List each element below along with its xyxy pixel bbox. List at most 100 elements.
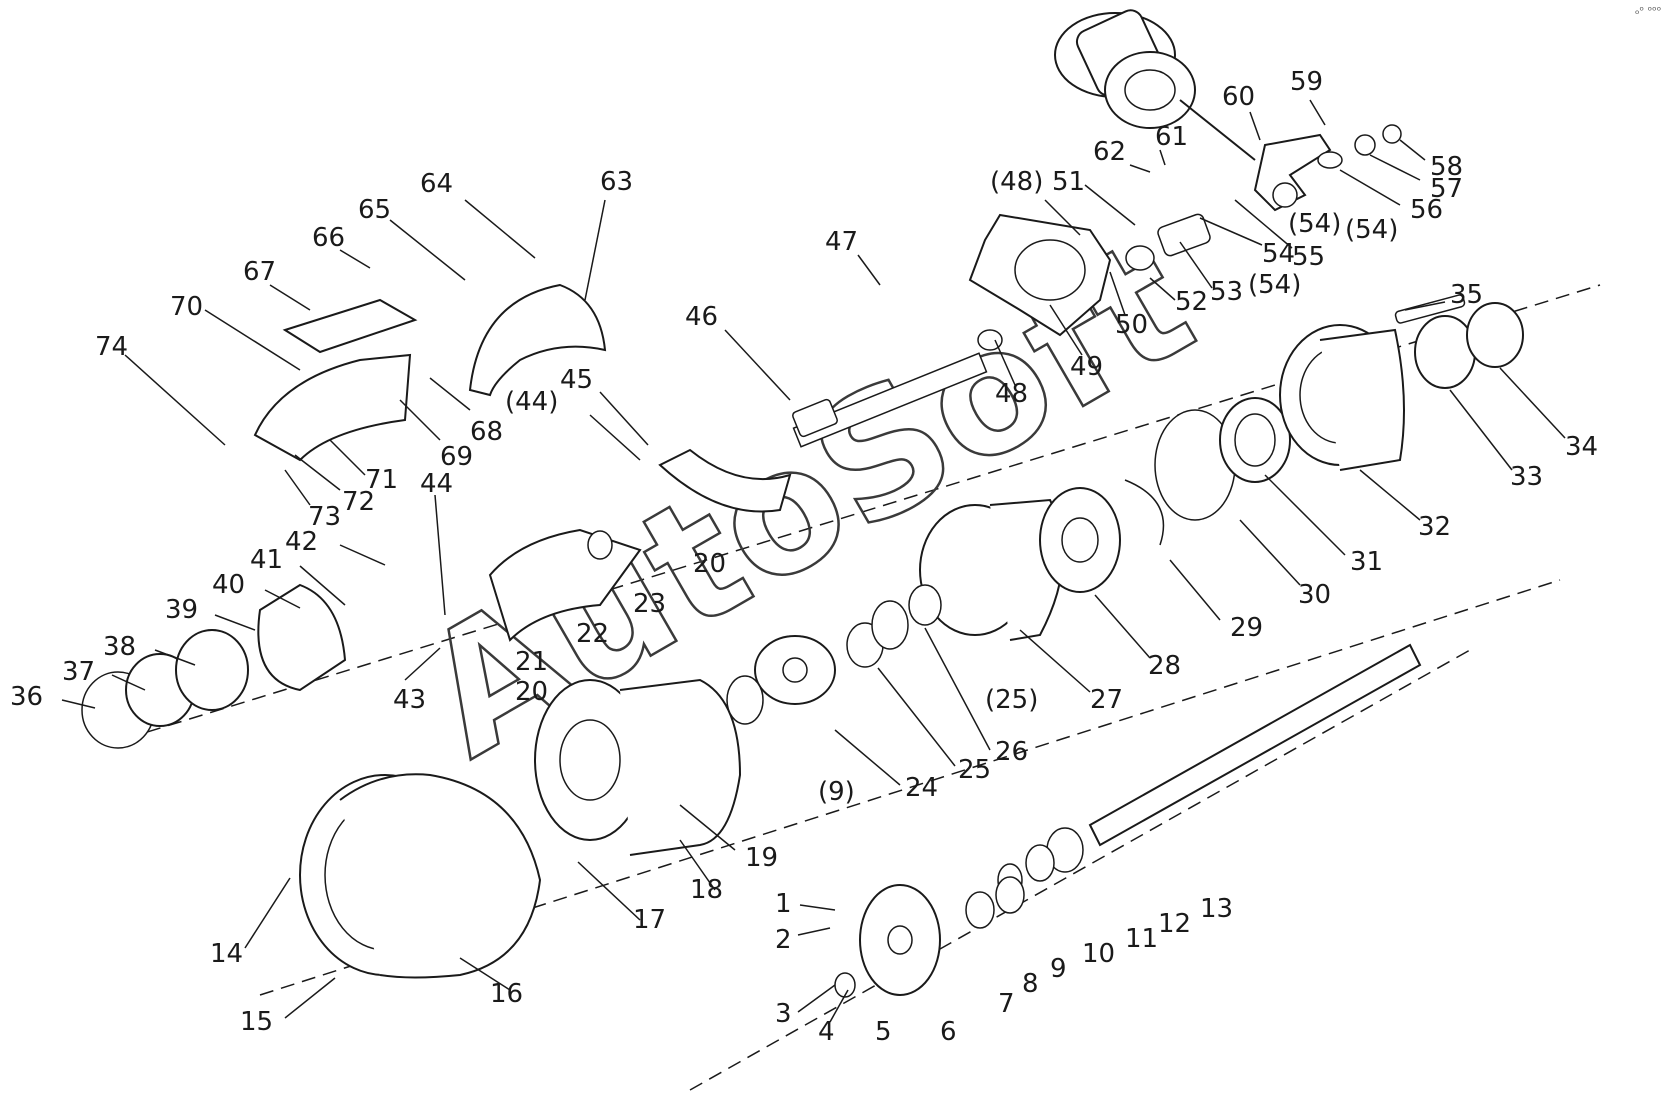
callout-29: 29 — [1230, 613, 1263, 643]
slack-adjuster — [1253, 124, 1402, 212]
corner-mark: ₒᵒ ᵒᵒᵒ — [1635, 4, 1661, 17]
ring-gear — [919, 487, 1121, 641]
callout-36: 36 — [10, 682, 43, 712]
callout-27: 27 — [1090, 685, 1123, 715]
brake-drum — [299, 773, 542, 979]
callout-38: 38 — [103, 632, 136, 662]
callout-50: 50 — [1115, 310, 1148, 340]
callout-69: 69 — [440, 442, 473, 472]
callout-66: 66 — [312, 223, 345, 253]
callout-56: 56 — [1410, 195, 1443, 225]
callout-23: 23 — [633, 589, 666, 619]
callout-19: 19 — [745, 843, 778, 873]
callout-30: 30 — [1298, 580, 1331, 610]
callout-51: 51 — [1052, 167, 1085, 197]
camshaft-bracket — [968, 213, 1211, 337]
callout-37: 37 — [62, 657, 95, 687]
planet-housing — [534, 678, 742, 856]
callout-13: 13 — [1200, 894, 1233, 924]
callout-43: 43 — [393, 685, 426, 715]
callout-20a: 20 — [515, 677, 548, 707]
callout-11: 11 — [1125, 924, 1158, 954]
callout-70: 70 — [170, 292, 203, 322]
callout-74: 74 — [95, 332, 128, 362]
callout-57: 57 — [1430, 174, 1463, 204]
callout-35: 35 — [1450, 280, 1483, 310]
callout-21: 21 — [515, 647, 548, 677]
callout-28: 28 — [1148, 651, 1181, 681]
callout-64: 64 — [420, 169, 453, 199]
callout-12: 12 — [1158, 909, 1191, 939]
callout-25: 25 — [958, 755, 991, 785]
callout-48: 48 — [995, 379, 1028, 409]
callout-3: 3 — [775, 999, 792, 1029]
brake-shoe — [488, 528, 642, 642]
callout-5: 5 — [875, 1017, 892, 1047]
callout-44b: (44) — [505, 387, 558, 417]
callout-1: 1 — [775, 889, 792, 919]
callout-32: 32 — [1418, 512, 1451, 542]
callout-16: 16 — [490, 979, 523, 1009]
callout-54: 54 — [1262, 239, 1295, 269]
callout-34: 34 — [1565, 432, 1598, 462]
callout-63: 63 — [600, 167, 633, 197]
callout-41: 41 — [250, 545, 283, 575]
callout-45: 45 — [560, 365, 593, 395]
callout-50-paren-a: (54) — [1248, 270, 1301, 300]
end-cover — [834, 876, 1025, 998]
callout-53: 53 — [1210, 277, 1243, 307]
brake-chamber — [1054, 9, 1256, 161]
callout-60: 60 — [1222, 82, 1255, 112]
callout-26: 26 — [995, 737, 1028, 767]
callout-73: 73 — [308, 502, 341, 532]
callout-40: 40 — [212, 570, 245, 600]
callout-71: 71 — [365, 465, 398, 495]
callout-42: 42 — [285, 527, 318, 557]
callout-55: 55 — [1292, 242, 1325, 272]
callout-24: 24 — [905, 773, 938, 803]
callout-62: 62 — [1093, 137, 1126, 167]
callout-14: 14 — [210, 939, 243, 969]
wheel-hub — [1219, 294, 1524, 483]
callout-68: 68 — [470, 417, 503, 447]
callout-54-paren: (54) — [1288, 209, 1341, 239]
callout-44: 44 — [420, 469, 453, 499]
callout-47: 47 — [825, 227, 858, 257]
callout-6: 6 — [940, 1017, 957, 1047]
callout-58: 58 — [1430, 152, 1463, 182]
callout-4: 4 — [818, 1017, 835, 1047]
callout-9: 9 — [1050, 954, 1067, 984]
hub-seals — [81, 583, 347, 749]
dust-shield — [468, 283, 607, 397]
callout-8: 8 — [1022, 969, 1039, 999]
callout-49: 49 — [1070, 352, 1103, 382]
brake-lining — [253, 298, 418, 462]
callout-2: 2 — [775, 925, 792, 955]
callout-31: 31 — [1350, 547, 1383, 577]
callout-10: 10 — [1082, 939, 1115, 969]
callout-9-paren: (9) — [818, 777, 855, 807]
callout-59: 59 — [1290, 67, 1323, 97]
callout-17: 17 — [633, 905, 666, 935]
callout-18: 18 — [690, 875, 723, 905]
axle-shaft — [997, 643, 1422, 897]
callout-72: 72 — [342, 487, 375, 517]
callout-65: 65 — [358, 195, 391, 225]
callout-labels: 1 2 3 4 5 6 7 8 9 10 11 12 13 14 15 16 1… — [10, 67, 1598, 1047]
callout-48b: (48) — [990, 167, 1043, 197]
callout-46: 46 — [685, 302, 718, 332]
brake-shoe-upper — [658, 448, 792, 513]
callout-20b: 20 — [693, 549, 726, 579]
callout-50-paren-b: (54) — [1345, 215, 1398, 245]
planet-carrier — [726, 635, 836, 725]
camshaft — [792, 329, 1003, 448]
callout-52: 52 — [1175, 287, 1208, 317]
callout-33: 33 — [1510, 462, 1543, 492]
callout-25-paren: (25) — [985, 685, 1038, 715]
callout-15: 15 — [240, 1007, 273, 1037]
callout-61: 61 — [1155, 122, 1188, 152]
callout-67: 67 — [243, 257, 276, 287]
callout-7: 7 — [998, 989, 1015, 1019]
